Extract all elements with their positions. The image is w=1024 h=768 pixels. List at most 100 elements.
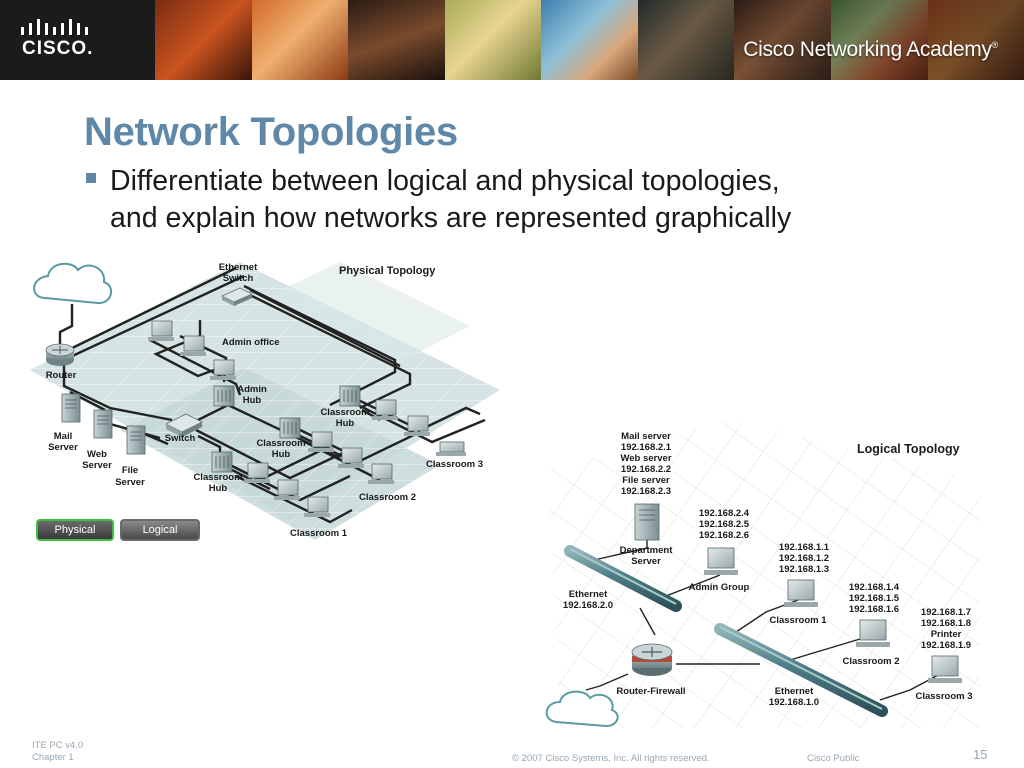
label-web-server: Web [87, 449, 107, 460]
footer-classification: Cisco Public [807, 753, 860, 764]
slide-title: Network Topologies [84, 110, 458, 154]
ethernet-switch-icon [221, 287, 253, 306]
label-web-server: Server [82, 460, 112, 471]
label-ethernet-b: 192.168.1.0 [769, 697, 819, 708]
logical-topology-title: Logical Topology [857, 442, 960, 456]
banner-photo [155, 0, 252, 80]
server-address-line: Mail server [621, 431, 671, 442]
label-mail-server: Mail [54, 431, 72, 442]
physical-topology: Ethernet Switch Physical Topology Router… [30, 262, 500, 540]
internet-cloud-icon [33, 262, 113, 305]
file-server-icon [126, 425, 146, 455]
bullet-line: Differentiate between logical and physic… [110, 165, 780, 197]
label-classroom-3: Classroom 3 [915, 691, 972, 702]
label-router-firewall: Router-Firewall [616, 686, 685, 697]
department-server-icon [634, 503, 660, 541]
label-classroom-hub: Hub [272, 449, 291, 460]
classroom-1-ip: 192.168.1.2 [779, 553, 829, 564]
physical-topology-title: Physical Topology [339, 265, 436, 277]
classroom-3-ip: 192.168.1.8 [921, 618, 971, 629]
server-address-line: 192.168.2.2 [621, 464, 671, 475]
server-address-line: File server [622, 475, 670, 486]
router-icon [45, 343, 75, 366]
label-classroom-1: Classroom 1 [290, 528, 348, 539]
header-banner: CISCO. Cisco Networking Academy® [0, 0, 1024, 80]
label-classroom-3: Classroom 3 [426, 459, 483, 470]
label-mail-server: Server [48, 442, 78, 453]
mail-server-icon [61, 393, 81, 423]
banner-photo [251, 0, 349, 80]
pc-icon [404, 415, 430, 436]
bullet-marker-icon [86, 173, 96, 183]
pc-icon [784, 579, 818, 607]
ethernet-segment-a [564, 545, 682, 612]
label-classroom-hub: Classroom [320, 407, 369, 418]
label-classroom-2: Classroom 2 [842, 656, 899, 667]
internet-cloud-icon [545, 690, 619, 728]
pc-icon [338, 447, 364, 468]
label-admin-office: Admin office [222, 337, 280, 348]
server-address-line: 192.168.2.1 [621, 442, 672, 453]
label-router: Router [46, 370, 77, 381]
physical-view-button[interactable]: Physical [36, 519, 114, 541]
server-address-block: Mail server 192.168.2.1 Web server 192.1… [620, 431, 671, 497]
logical-view-button[interactable]: Logical [120, 519, 200, 541]
server-address-line: Web server [620, 453, 671, 464]
pc-icon [928, 655, 962, 683]
label-department-server: Server [631, 556, 661, 567]
pc-icon [148, 320, 174, 341]
pc-icon [274, 479, 300, 500]
admin-ip: 192.168.2.6 [699, 530, 749, 541]
ethernet-segment-b [714, 623, 888, 717]
admin-ip: 192.168.2.4 [699, 508, 750, 519]
page-number: 15 [973, 747, 988, 762]
router-firewall-icon [631, 643, 673, 676]
classroom-hub-icon [279, 417, 301, 439]
classroom-floor-grid [120, 368, 440, 540]
logical-topology: Logical Topology Mail server 192.168.2.1… [545, 420, 980, 728]
classroom-3-ip: 192.168.1.7 [921, 607, 971, 618]
pc-icon [856, 619, 890, 647]
classroom-1-ip: 192.168.1.1 [779, 542, 830, 553]
bullet-text: Differentiate between logical and physic… [110, 163, 960, 237]
switch-icon [165, 413, 203, 437]
label-admin-group: Admin Group [689, 582, 750, 593]
label-classroom-hub: Hub [209, 483, 228, 494]
classroom-hub-icon [211, 451, 233, 473]
cisco-bars-icon [21, 19, 88, 35]
label-department-server: Department [620, 545, 674, 556]
label-ethernet-b: Ethernet [775, 686, 814, 697]
label-classroom-hub: Classroom [256, 438, 305, 449]
label-ethernet-a: Ethernet [569, 589, 608, 600]
label-classroom-hub: Hub [336, 418, 355, 429]
floor-plate-back [260, 262, 470, 368]
label-admin-hub: Hub [243, 395, 262, 406]
admin-ip: 192.168.2.5 [699, 519, 750, 530]
label-classroom-2: Classroom 2 [359, 492, 416, 503]
banner-photo [348, 0, 445, 80]
banner-photo [444, 0, 542, 80]
label-classroom-1: Classroom 1 [769, 615, 827, 626]
label-ethernet-a: 192.168.2.0 [563, 600, 613, 611]
classroom-1-ip: 192.168.1.3 [779, 564, 829, 575]
label-file-server: File [122, 465, 138, 476]
pc-icon [368, 463, 394, 484]
label-ethernet-switch: Switch [223, 273, 254, 284]
pc-icon [372, 399, 398, 420]
footer-course-info: ITE PC v4.0 Chapter 1 [32, 740, 83, 764]
classroom-3-ip: 192.168.1.9 [921, 640, 971, 651]
academy-text: Cisco Networking Academy [743, 38, 992, 61]
banner-fade [694, 0, 1024, 80]
academy-mark: ® [991, 40, 999, 50]
classroom-2-ip: 192.168.1.5 [849, 593, 900, 604]
admin-hub-icon [213, 385, 235, 407]
web-server-icon [93, 409, 113, 439]
cisco-logo: CISCO. [18, 16, 98, 62]
pc-icons [148, 320, 466, 517]
label-ethernet-switch: Ethernet [219, 262, 258, 273]
classroom-3-ip: Printer [931, 629, 962, 640]
banner-photo [541, 0, 638, 80]
printer-icon [436, 441, 466, 456]
pc-icon [210, 359, 236, 380]
pc-icon [180, 335, 206, 356]
